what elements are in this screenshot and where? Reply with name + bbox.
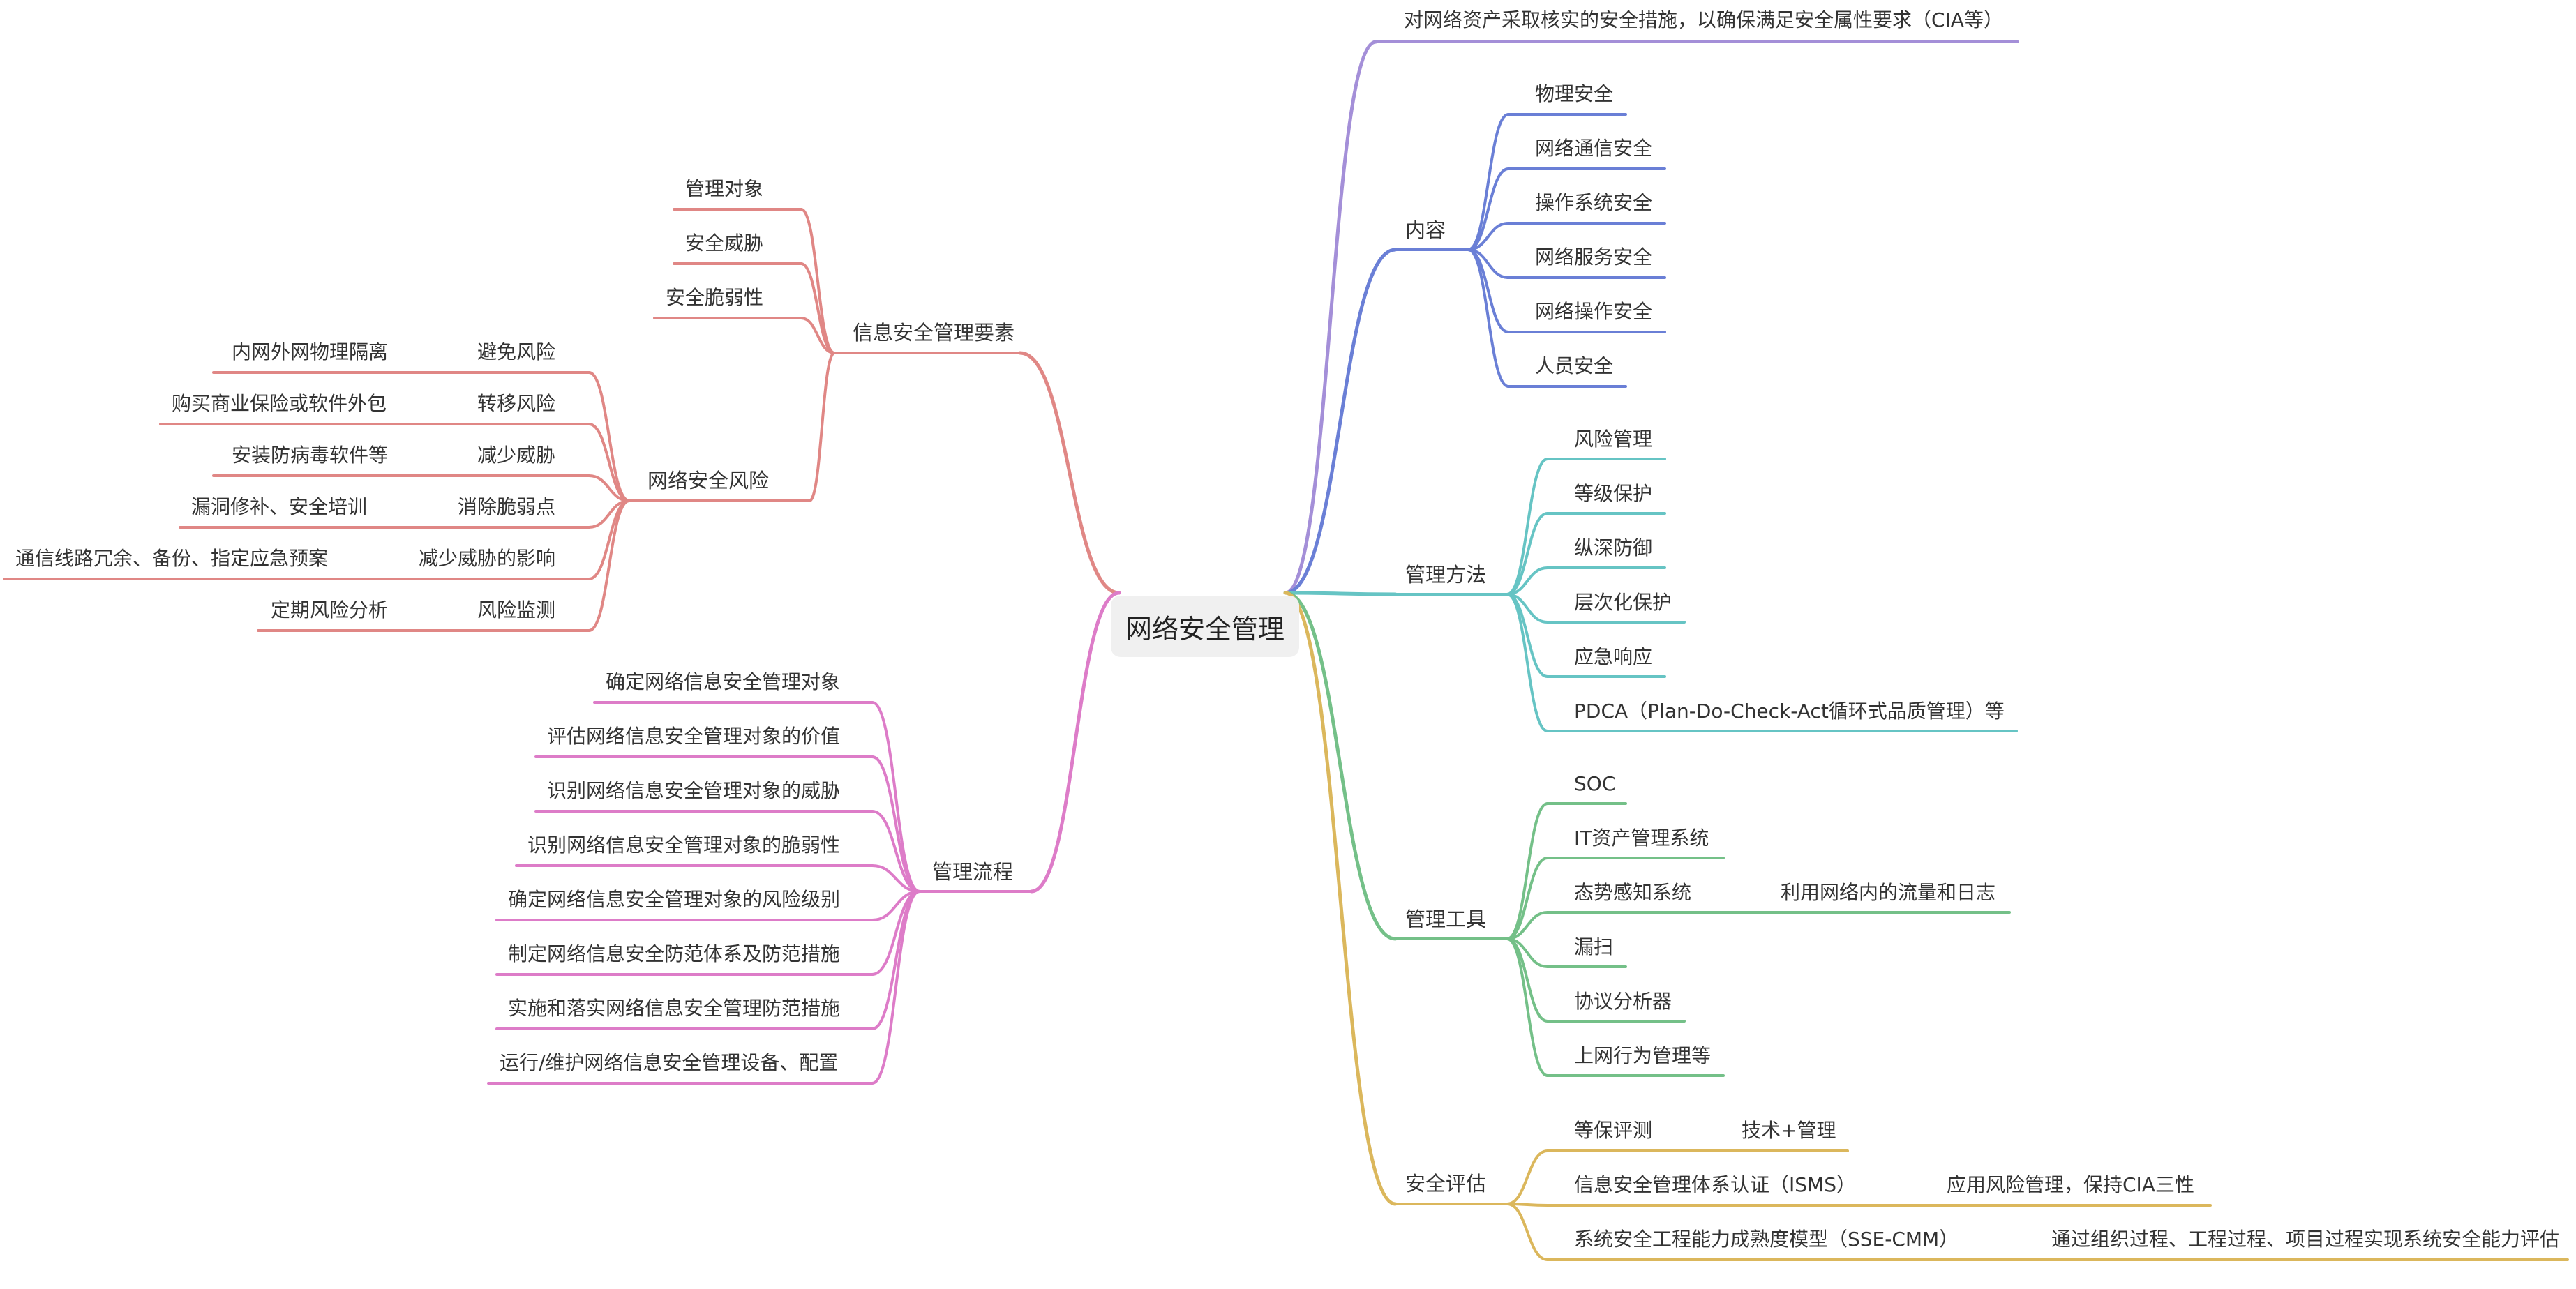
content-item[interactable]: 网络服务安全	[1535, 246, 1653, 269]
edge-methods-item	[1506, 458, 1549, 596]
edge-root-content	[1283, 248, 1398, 595]
edge-root-elements	[1018, 351, 1121, 595]
edge-root-tools	[1283, 591, 1398, 941]
element-item[interactable]: 管理对象	[685, 177, 764, 200]
assessment-note[interactable]: 技术+管理	[1742, 1119, 1836, 1142]
edge-root-process	[1029, 591, 1121, 894]
edge-process-item	[871, 701, 921, 893]
edge-root-methods	[1283, 591, 1398, 596]
method-item[interactable]: 等级保护	[1574, 482, 1653, 505]
edge-root-assessment	[1283, 591, 1398, 1206]
node-tools[interactable]: 管理工具	[1405, 907, 1487, 931]
method-item[interactable]: 纵深防御	[1574, 536, 1653, 559]
edge-risk-item	[587, 371, 631, 502]
content-item[interactable]: 物理安全	[1535, 82, 1614, 105]
edge-assessment-item	[1506, 1203, 1549, 1261]
method-item[interactable]: PDCA（Plan-Do-Check-Act循环式品质管理）等	[1574, 700, 2005, 723]
risk-item[interactable]: 减少威胁的影响	[419, 547, 556, 570]
content-item[interactable]: 网络通信安全	[1535, 137, 1653, 160]
tool-item[interactable]: 上网行为管理等	[1574, 1044, 1712, 1067]
node-content[interactable]: 内容	[1405, 218, 1446, 242]
assessment-note[interactable]: 通过组织过程、工程过程、项目过程实现系统安全能力评估	[2051, 1228, 2560, 1251]
node-definition[interactable]: 对网络资产采取核实的安全措施，以确保满足安全属性要求（CIA等）	[1404, 8, 2003, 31]
content-item[interactable]: 操作系统安全	[1535, 191, 1653, 214]
edge-risk-item	[587, 423, 631, 502]
tool-item[interactable]: 态势感知系统	[1574, 881, 1692, 904]
node-assessment[interactable]: 安全评估	[1405, 1172, 1487, 1196]
risk-note[interactable]: 通信线路冗余、备份、指定应急预案	[15, 547, 329, 570]
tool-item[interactable]: 漏扫	[1574, 935, 1614, 958]
edge-tools-item	[1506, 857, 1549, 940]
edge-content-item	[1467, 222, 1510, 251]
process-step[interactable]: 确定网络信息安全管理对象	[606, 670, 841, 693]
edge-elements-item	[800, 317, 836, 354]
edge-methods-item	[1506, 512, 1549, 596]
element-item[interactable]: 安全威胁	[685, 232, 764, 255]
edge-process-item	[871, 810, 921, 893]
edge-tools-item	[1506, 802, 1549, 940]
process-step[interactable]: 运行/维护网络信息安全管理设备、配置	[500, 1051, 839, 1074]
content-item[interactable]: 人员安全	[1535, 354, 1614, 377]
risk-item[interactable]: 避免风险	[477, 340, 556, 363]
edge-process-item	[871, 864, 921, 893]
edge-elements-item	[800, 262, 836, 354]
process-step[interactable]: 确定网络信息安全管理对象的风险级别	[508, 888, 841, 911]
process-step[interactable]: 识别网络信息安全管理对象的威胁	[547, 779, 841, 802]
edge-process-item	[871, 890, 921, 1030]
edge-elements-risk	[808, 352, 836, 502]
tool-item[interactable]: SOC	[1574, 772, 1616, 795]
content-item[interactable]: 网络操作安全	[1535, 300, 1653, 323]
edge-content-item	[1467, 113, 1510, 251]
root-node[interactable]: 网络安全管理	[1111, 596, 1299, 657]
edge-process-item	[871, 890, 921, 1085]
process-step[interactable]: 识别网络信息安全管理对象的脆弱性	[527, 834, 841, 857]
risk-note[interactable]: 漏洞修补、安全培训	[191, 495, 368, 518]
method-item[interactable]: 层次化保护	[1574, 591, 1672, 614]
edge-risk-item	[587, 499, 631, 632]
edge-tools-item	[1506, 911, 1549, 940]
edge-methods-item	[1506, 593, 1549, 732]
edge-assessment-item	[1506, 1149, 1549, 1205]
risk-note[interactable]: 内网外网物理隔离	[232, 340, 389, 363]
risk-note[interactable]: 购买商业保险或软件外包	[172, 392, 387, 415]
edge-process-item	[871, 755, 921, 893]
risk-item[interactable]: 消除脆弱点	[458, 495, 556, 518]
risk-note[interactable]: 定期风险分析	[271, 598, 389, 621]
assessment-item[interactable]: 等保评测	[1574, 1119, 1653, 1142]
edge-methods-item	[1506, 566, 1549, 596]
edge-elements-item	[800, 208, 836, 354]
risk-item[interactable]: 风险监测	[477, 598, 556, 621]
edge-risk-item	[587, 474, 631, 502]
assessment-item[interactable]: 系统安全工程能力成熟度模型（SSE-CMM）	[1574, 1228, 1959, 1251]
edge-content-item	[1467, 248, 1510, 388]
node-process[interactable]: 管理流程	[932, 860, 1014, 884]
node-elements[interactable]: 信息安全管理要素	[853, 321, 1015, 345]
edge-root-definition	[1283, 40, 1378, 595]
element-item[interactable]: 安全脆弱性	[666, 286, 764, 309]
edge-tools-item	[1506, 937, 1549, 1077]
tool-item[interactable]: IT资产管理系统	[1574, 827, 1709, 850]
assessment-note[interactable]: 应用风险管理，保持CIA三性	[1947, 1173, 2194, 1196]
process-step[interactable]: 实施和落实网络信息安全管理防范措施	[508, 997, 841, 1020]
tool-item[interactable]: 协议分析器	[1574, 990, 1672, 1013]
process-step[interactable]: 评估网络信息安全管理对象的价值	[547, 725, 841, 748]
assessment-item[interactable]: 信息安全管理体系认证（ISMS）	[1574, 1173, 1856, 1196]
method-item[interactable]: 应急响应	[1574, 645, 1653, 668]
node-risk[interactable]: 网络安全风险	[647, 469, 770, 492]
edge-content-item	[1467, 167, 1510, 251]
process-step[interactable]: 制定网络信息安全防范体系及防范措施	[508, 942, 841, 965]
tool-note[interactable]: 利用网络内的流量和日志	[1781, 881, 1996, 904]
risk-note[interactable]: 安装防病毒软件等	[232, 444, 389, 467]
risk-item[interactable]: 减少威胁	[477, 444, 556, 467]
risk-item[interactable]: 转移风险	[477, 392, 556, 415]
node-methods[interactable]: 管理方法	[1405, 563, 1487, 587]
method-item[interactable]: 风险管理	[1574, 428, 1653, 451]
